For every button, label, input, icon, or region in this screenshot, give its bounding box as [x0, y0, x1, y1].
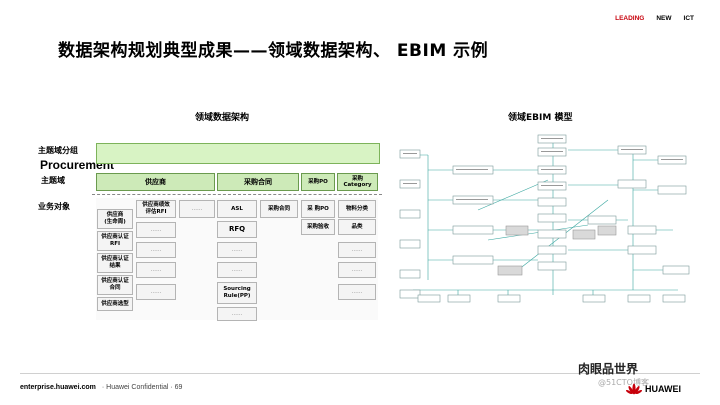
obj-placeholder: ……: [217, 262, 257, 278]
footer: enterprise.huawei.com · Huawei Confidenti…: [20, 384, 182, 391]
footer-site: enterprise.huawei.com: [20, 384, 96, 391]
obj-po: 采 购PO: [301, 200, 335, 218]
huawei-logo: HUAWEI: [626, 383, 681, 395]
obj-cert-contract: 供应商认证 合同: [97, 275, 133, 295]
obj-category: 品类: [338, 219, 376, 235]
nav-new: NEW: [656, 15, 672, 22]
domain-category: 采购 Category: [337, 173, 378, 191]
obj-placeholder: ……: [217, 242, 257, 258]
slide-title: 数据架构规划典型成果——领域数据架构、 EBIM 示例: [58, 41, 489, 61]
right-heading: 领域EBIM 模型: [508, 113, 573, 123]
row-divider: [92, 194, 382, 195]
domain-contract: 采购合同: [217, 173, 299, 191]
nav-ict: ICT: [683, 15, 694, 22]
footer-divider: [20, 373, 700, 374]
obj-material-class: 物料分类: [338, 200, 376, 218]
obj-placeholder: ……: [217, 307, 257, 321]
obj-placeholder: ……: [136, 262, 176, 278]
obj-rfq: RFQ: [217, 221, 257, 238]
left-heading: 领域数据架构: [195, 113, 250, 123]
obj-cert-result: 供应商认证 结果: [97, 253, 133, 273]
obj-acceptance: 采购验收: [301, 219, 335, 235]
watermark-sub: @51CTO博客: [598, 378, 649, 387]
obj-placeholder: ……: [338, 262, 376, 278]
obj-placeholder: ……: [338, 284, 376, 300]
obj-placeholder: ……: [338, 242, 376, 258]
group-bar: [96, 143, 380, 164]
watermark: 肉眼品世界: [578, 362, 639, 376]
obj-supplier-select: 供应商选型: [97, 297, 133, 311]
obj-perf-rfi: 供应商绩效 评估RFI: [136, 200, 176, 218]
huawei-petal-icon: [626, 383, 642, 395]
obj-contract: 采购合同: [260, 200, 298, 218]
obj-placeholder: ……: [136, 222, 176, 238]
obj-sourcing-rule: Sourcing Rule(PP): [217, 282, 257, 304]
label-domain: 主题域: [41, 176, 65, 185]
label-group: 主题域分组: [38, 146, 78, 155]
top-nav: LEADING NEW ICT: [615, 15, 694, 22]
label-objects: 业务对象: [38, 202, 70, 211]
group-name: Procurement: [40, 158, 115, 172]
domain-po: 采购PO: [301, 173, 335, 191]
obj-placeholder: ……: [136, 284, 176, 300]
ebim-model-diagram: [399, 134, 690, 303]
obj-placeholder: ……: [136, 242, 176, 258]
footer-confidential: · Huawei Confidential · 69: [101, 384, 183, 391]
obj-asl: ASL: [217, 200, 257, 218]
nav-leading: LEADING: [615, 15, 645, 22]
obj-supplier-rfi: 供应商认证 RFI: [97, 231, 133, 251]
domain-supplier: 供应商: [96, 173, 215, 191]
obj-supplier: 供应商 (生命周): [97, 209, 133, 229]
obj-placeholder: ……: [179, 200, 215, 218]
huawei-wordmark: HUAWEI: [645, 384, 681, 394]
